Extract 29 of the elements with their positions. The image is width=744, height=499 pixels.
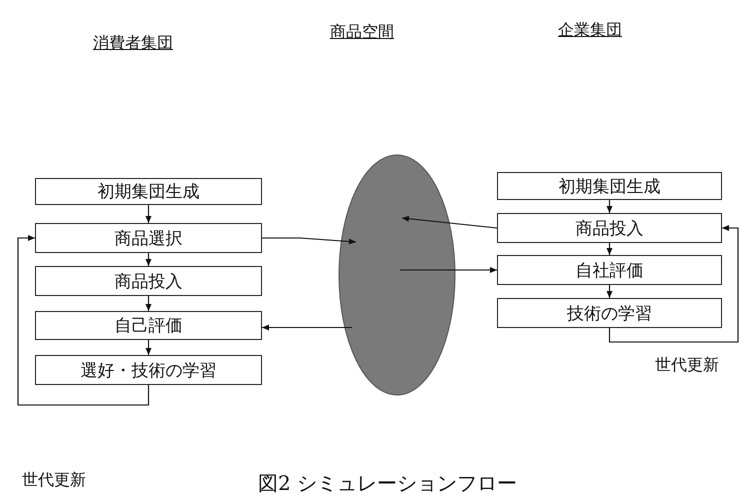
arrow: [262, 324, 352, 330]
process-box: 商品選択: [35, 223, 262, 253]
arrow: [402, 216, 498, 229]
process-box: 初期集団生成: [497, 172, 722, 200]
arrow: [608, 225, 739, 343]
edge-label: 世代更新: [22, 470, 86, 491]
process-box: 選好・技術の学習: [35, 355, 262, 385]
arrow: [262, 237, 356, 244]
arrow: [400, 267, 497, 273]
product-space-ellipse: [338, 154, 456, 396]
process-box: 自社評価: [497, 255, 722, 285]
process-box: 商品投入: [35, 266, 262, 296]
arrow: [146, 296, 152, 311]
arrow: [146, 253, 152, 266]
column-heading: 消費者集団: [93, 33, 173, 54]
process-box: 商品投入: [497, 213, 722, 243]
edge-label: 世代更新: [655, 355, 719, 376]
process-box: 初期集団生成: [35, 178, 262, 205]
arrow: [606, 243, 612, 255]
figure-caption: 図2 シミュレーションフロー: [258, 470, 518, 497]
arrow: [606, 285, 612, 298]
column-heading: 企業集団: [558, 20, 622, 41]
arrow: [146, 340, 152, 355]
process-box: 技術の学習: [497, 298, 722, 328]
column-heading: 商品空間: [330, 22, 394, 43]
arrow: [606, 200, 612, 213]
arrow: [146, 205, 152, 223]
arrow: [17, 235, 150, 406]
process-box: 自己評価: [35, 311, 262, 340]
